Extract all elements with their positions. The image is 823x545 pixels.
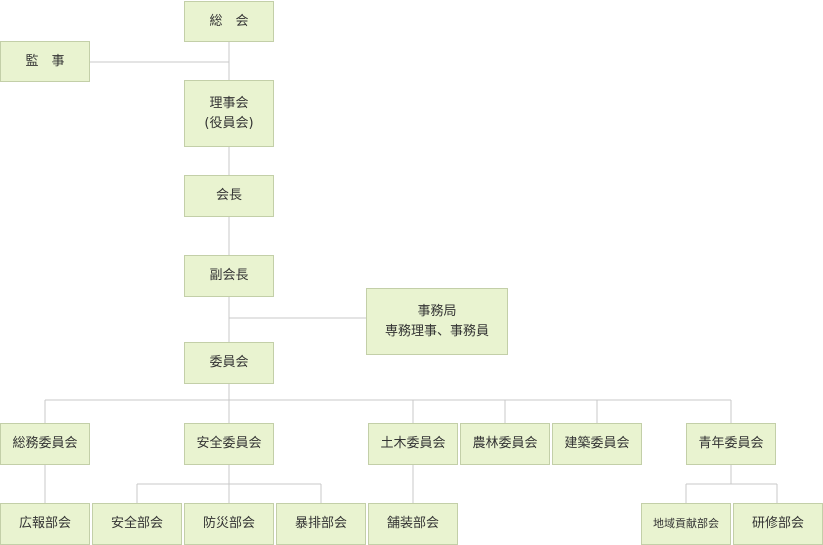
public-relations-section-box: 広報部会 (0, 503, 90, 545)
anti-crime-section-box: 暴排部会 (276, 503, 366, 545)
construction-committee-box: 建築委員会 (552, 423, 642, 465)
board-box: 理事会 (役員会) (184, 80, 274, 147)
auditor-box: 監 事 (0, 41, 90, 82)
safety-committee-box: 安全委員会 (184, 423, 274, 465)
general-affairs-committee-box: 総務委員会 (0, 423, 90, 465)
agriculture-forestry-committee-box: 農林委員会 (460, 423, 550, 465)
youth-committee-box: 青年委員会 (686, 423, 776, 465)
secretariat-box: 事務局 専務理事、事務員 (366, 288, 508, 355)
general-meeting-box: 総 会 (184, 1, 274, 42)
training-section-box: 研修部会 (733, 503, 823, 545)
community-section-box: 地域貢献部会 (641, 503, 731, 545)
vice-chairman-box: 副会長 (184, 255, 274, 297)
safety-section-box: 安全部会 (92, 503, 182, 545)
paving-section-box: 舗装部会 (368, 503, 458, 545)
committee-box: 委員会 (184, 342, 274, 384)
civil-engineering-committee-box: 土木委員会 (368, 423, 458, 465)
chairman-box: 会長 (184, 175, 274, 217)
disaster-prevention-section-box: 防災部会 (184, 503, 274, 545)
